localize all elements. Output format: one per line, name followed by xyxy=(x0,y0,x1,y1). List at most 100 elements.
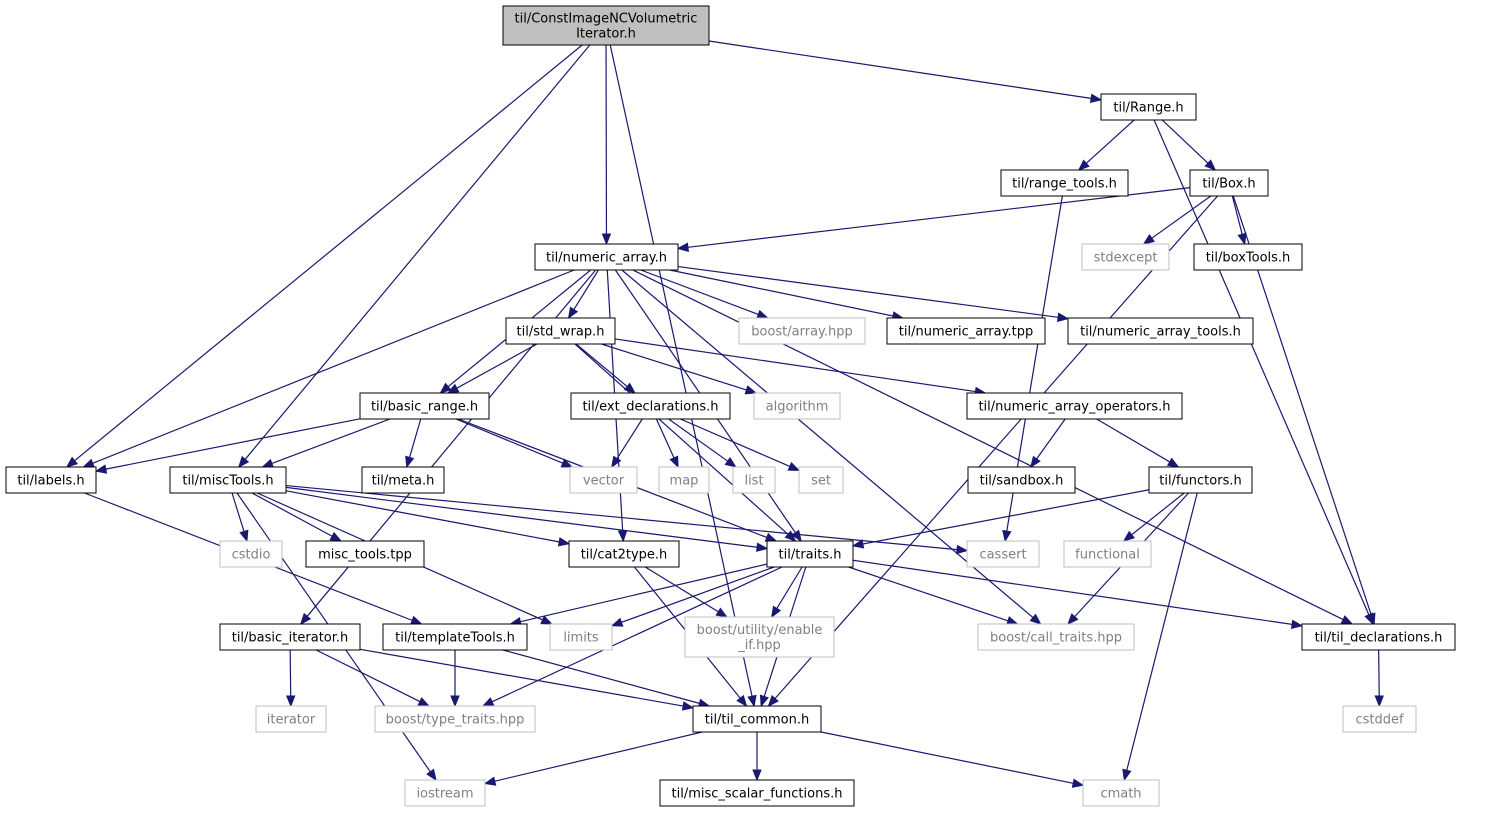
node-label: til/ext_declarations.h xyxy=(582,400,718,415)
node-box xyxy=(684,616,835,658)
node-label: til/til_common.h xyxy=(705,713,810,728)
node-list: list xyxy=(732,466,776,494)
edge-misctools-to-cassert xyxy=(285,484,969,555)
edge-range-to-box xyxy=(1161,119,1217,171)
node-box xyxy=(359,392,490,420)
node-cat2type[interactable]: til/cat2type.h xyxy=(568,540,680,568)
node-label: til/basic_range.h xyxy=(371,400,478,415)
node-label: set xyxy=(811,474,831,489)
node-box xyxy=(219,623,361,651)
node-cstdio: cstdio xyxy=(219,540,283,568)
node-box xyxy=(753,392,841,420)
node-label: til/numeric_array.tpp xyxy=(899,325,1033,340)
node-label: misc_tools.tpp xyxy=(318,548,412,563)
node-enable-if: boost/utility/enable_if.hpp xyxy=(684,616,835,658)
node-algorithm: algorithm xyxy=(753,392,841,420)
edge-numeric_array_operators-to-functors xyxy=(1096,418,1180,468)
node-basic-range[interactable]: til/basic_range.h xyxy=(359,392,490,420)
node-range-tools[interactable]: til/range_tools.h xyxy=(1000,169,1129,197)
node-numeric-array[interactable]: til/numeric_array.h xyxy=(534,243,679,271)
edge-numeric_array-to-call_traits xyxy=(621,269,1042,625)
node-iostream: iostream xyxy=(404,779,486,807)
node-box xyxy=(1100,93,1197,121)
node-label: til/labels.h xyxy=(17,474,84,489)
edge-basic_iterator-to-iterator xyxy=(285,649,296,708)
node-traits[interactable]: til/traits.h xyxy=(766,540,854,568)
node-label: limits xyxy=(563,631,599,646)
edge-misctools-to-traits xyxy=(285,486,769,552)
node-map: map xyxy=(658,466,710,494)
node-label: vector xyxy=(583,474,625,489)
node-box xyxy=(505,317,616,345)
node-label: til/basic_iterator.h xyxy=(232,631,349,646)
edge-til_common-to-cmath xyxy=(820,731,1085,788)
node-til-declarations[interactable]: til/til_declarations.h xyxy=(1301,623,1456,651)
node-box xyxy=(549,623,613,651)
edge-basic_range-to-labels xyxy=(94,418,361,474)
node-numeric-array-tools[interactable]: til/numeric_array_tools.h xyxy=(1067,317,1254,345)
node-box xyxy=(692,705,822,733)
edge-range-to-range_tools xyxy=(1077,119,1135,171)
node-label: boost/array.hpp xyxy=(751,325,853,340)
node-basic-iterator[interactable]: til/basic_iterator.h xyxy=(219,623,361,651)
node-std-wrap[interactable]: til/std_wrap.h xyxy=(505,317,616,345)
node-boxtools[interactable]: til/boxTools.h xyxy=(1193,243,1303,271)
edge-box-to-til_common xyxy=(767,195,1219,708)
node-label: list xyxy=(744,474,763,489)
node-label: til/misc_scalar_functions.h xyxy=(672,787,843,802)
node-label: stdexcept xyxy=(1094,251,1158,266)
edge-std_wrap-to-traits xyxy=(574,343,797,542)
node-label: til/std_wrap.h xyxy=(517,325,605,340)
node-meta[interactable]: til/meta.h xyxy=(361,466,445,494)
node-sandbox[interactable]: til/sandbox.h xyxy=(967,466,1076,494)
edge-root-to-numeric_array xyxy=(601,44,612,246)
node-box xyxy=(534,243,679,271)
node-misctools[interactable]: til/miscTools.h xyxy=(169,466,287,494)
edge-box-to-boxtools xyxy=(1231,195,1247,246)
node-functors[interactable]: til/functors.h xyxy=(1148,466,1253,494)
node-label: iterator xyxy=(267,713,316,728)
node-misc-tools-tpp[interactable]: misc_tools.tpp xyxy=(305,540,425,568)
node-misc-scalar-functions[interactable]: til/misc_scalar_functions.h xyxy=(659,779,855,807)
node-box xyxy=(404,779,486,807)
node-label: til/Range.h xyxy=(1113,101,1183,116)
node-label: til/til_declarations.h xyxy=(1315,631,1443,646)
node-til-common[interactable]: til/til_common.h xyxy=(692,705,822,733)
node-labels[interactable]: til/labels.h xyxy=(5,466,97,494)
node-label: til/functors.h xyxy=(1159,474,1241,489)
node-box xyxy=(732,466,776,494)
node-cstddef: cstddef xyxy=(1342,705,1417,733)
node-type-traits: boost/type_traits.hpp xyxy=(374,705,536,733)
node-numeric-array-tpp[interactable]: til/numeric_array.tpp xyxy=(886,317,1046,345)
edge-cat2type-to-enable_if xyxy=(644,566,728,618)
node-ext-declarations[interactable]: til/ext_declarations.h xyxy=(570,392,731,420)
node-label: map xyxy=(670,474,699,489)
edge-basic_range-to-vector xyxy=(455,418,574,468)
node-box xyxy=(966,540,1040,568)
node-templatetools[interactable]: til/templateTools.h xyxy=(382,623,528,651)
edge-ext_declarations-to-vector xyxy=(611,418,643,469)
edge-templatetools-to-til_common xyxy=(502,649,711,708)
edge-numeric_array-to-std_wrap xyxy=(567,269,599,320)
node-box xyxy=(568,540,680,568)
node-box xyxy=(219,540,283,568)
node-limits: limits xyxy=(549,623,613,651)
node-label: til/traits.h xyxy=(779,548,842,563)
node-numeric-array-operators[interactable]: til/numeric_array_operators.h xyxy=(966,392,1183,420)
node-vector: vector xyxy=(569,466,638,494)
node-box[interactable]: til/Box.h xyxy=(1189,169,1269,197)
node-label: boost/call_traits.hpp xyxy=(990,631,1122,646)
edge-std_wrap-to-basic_range xyxy=(446,343,538,394)
node-range[interactable]: til/Range.h xyxy=(1100,93,1197,121)
node-box xyxy=(502,5,710,46)
node-label: cstddef xyxy=(1355,713,1404,728)
edge-til_common-to-iostream xyxy=(483,731,703,786)
edge-ext_declarations-to-list xyxy=(668,418,737,468)
node-label: til/numeric_array_operators.h xyxy=(978,400,1170,415)
node-label: functional xyxy=(1075,548,1140,563)
node-box xyxy=(966,392,1183,420)
edge-functors-to-traits xyxy=(851,489,1150,549)
node-box xyxy=(305,540,425,568)
